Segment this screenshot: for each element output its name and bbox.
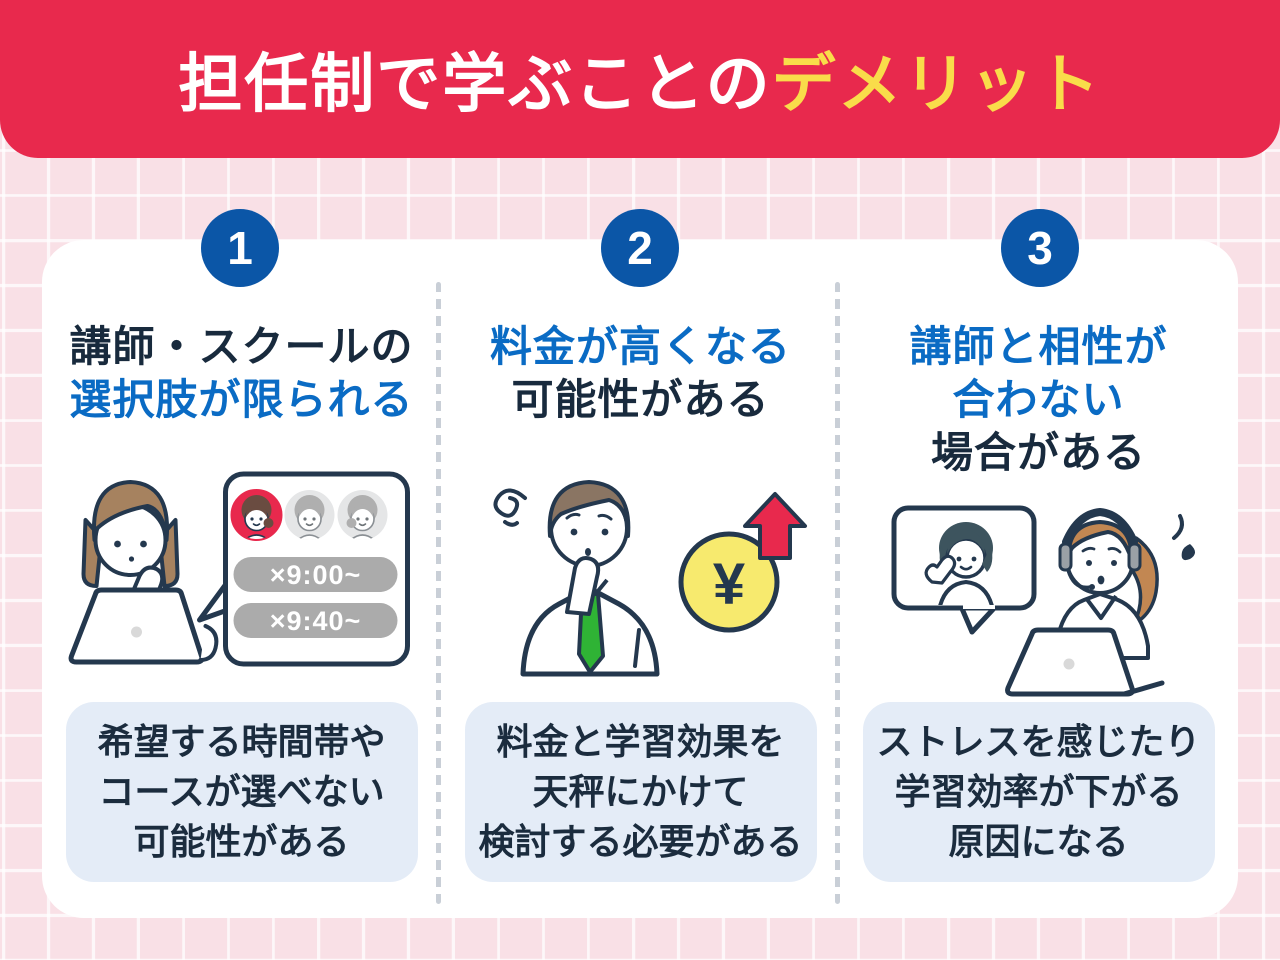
column-1-heading: 講師・スクールの 選択肢が限られる — [42, 320, 441, 426]
column-1-note: 希望する時間帯や コースが選べない 可能性がある — [65, 702, 418, 882]
column-divider-1 — [436, 282, 441, 904]
unavailable-slot-badge-1: ×9:00~ — [233, 557, 397, 592]
column-1-heading-line-1: 講師・スクールの — [69, 323, 414, 370]
column-divider-2 — [835, 282, 840, 904]
column-3-heading-line-3: 場合がある — [930, 429, 1146, 476]
unavailable-slot-badge-2: ×9:40~ — [233, 603, 397, 638]
column-2: 料金が高くなる 可能性がある — [441, 240, 840, 918]
page-title: 担任制で学ぶことのデメリット — [178, 33, 1101, 125]
confusion-squiggle-icon — [493, 488, 527, 527]
column-2-heading-line-2: 可能性がある — [511, 376, 770, 423]
column-3-heading: 講師と相性が 合わない 場合がある — [839, 320, 1238, 479]
teacher-avatar-gray-1 — [284, 490, 334, 540]
teacher-selection-illustration: ×9:00~ ×9:40~ — [68, 471, 410, 667]
title-main-text: 担任制で学ぶことの — [178, 48, 772, 120]
content-card: 講師・スクールの 選択肢が限られる — [42, 240, 1238, 918]
rising-price-illustration: ¥ — [493, 480, 807, 677]
column-2-heading-line-1: 料金が高くなる — [489, 323, 791, 370]
column-2-note: 料金と学習効果を 天秤にかけて 検討する必要がある — [464, 702, 817, 882]
column-1-note-line-3: 可能性がある — [133, 821, 350, 862]
column-3-heading-line-1: 講師と相性が — [909, 323, 1168, 370]
teacher-options-bubble: ×9:00~ ×9:40~ — [196, 471, 410, 667]
column-1-note-line-2: コースが選べない — [98, 771, 385, 812]
yen-coin-icon: ¥ — [678, 531, 779, 633]
slot-time-1: ×9:00~ — [269, 560, 361, 590]
column-3-heading-line-2: 合わない — [952, 376, 1125, 423]
column-1-heading-line-2: 選択肢が限られる — [69, 376, 414, 423]
student-laptop-icon — [1004, 627, 1164, 697]
step-1-badge: 1 — [201, 209, 279, 287]
sweat-drops-icon — [1171, 514, 1195, 561]
column-2-note-line-2: 天秤にかけて — [532, 771, 749, 812]
laptop-icon — [68, 587, 218, 665]
title-banner: 担任制で学ぶことのデメリット — [0, 0, 1280, 158]
title-accent-text: デメリット — [771, 48, 1102, 120]
column-3-note-line-1: ストレスを感じたり — [876, 721, 1201, 762]
step-3-badge: 3 — [1001, 209, 1079, 287]
price-up-arrow-icon — [742, 492, 807, 560]
column-3: 講師と相性が 合わない 場合がある — [839, 240, 1238, 918]
online-lesson-illustration — [891, 505, 1195, 697]
yen-symbol: ¥ — [712, 552, 744, 617]
video-call-screen — [891, 505, 1036, 635]
column-2-note-line-3: 検討する必要がある — [478, 821, 803, 862]
worried-man-figure — [520, 480, 659, 677]
step-2-badge: 2 — [601, 209, 679, 287]
column-1-note-line-1: 希望する時間帯や — [97, 721, 386, 762]
teacher-avatar-gray-2 — [337, 490, 387, 540]
waving-teacher-figure — [924, 522, 994, 605]
column-3-note: ストレスを感じたり 学習効率が下がる 原因になる — [862, 702, 1215, 882]
column-2-note-line-1: 料金と学習効果を — [496, 721, 785, 762]
column-1: 講師・スクールの 選択肢が限られる — [42, 240, 441, 918]
column-3-note-line-2: 学習効率が下がる — [894, 771, 1183, 812]
column-2-heading: 料金が高くなる 可能性がある — [441, 320, 840, 426]
column-3-note-line-3: 原因になる — [948, 821, 1129, 862]
slot-time-2: ×9:40~ — [269, 606, 361, 636]
